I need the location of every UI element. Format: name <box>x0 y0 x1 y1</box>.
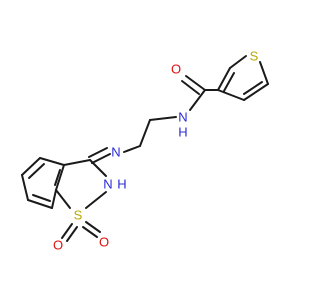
bond-n-ch2 <box>149 116 177 121</box>
atom-o-sulfonyl-right: O <box>99 235 109 250</box>
bond-c4-c5 <box>21 157 41 176</box>
bond-thiophene-c4-c5-double <box>243 81 263 95</box>
bonds <box>21 55 269 242</box>
bond-c3-n2 <box>89 159 107 177</box>
atom-labels: O S N H N N H S O O <box>53 49 259 253</box>
bond-ch2-ch2 <box>139 119 151 147</box>
bond-n2-s1 <box>85 191 107 209</box>
bond-c3a-c4 <box>39 157 65 166</box>
bond-thiophene-s-c2 <box>229 55 247 69</box>
atom-n-sulfonamide: N <box>103 177 112 192</box>
atom-s-sulfonyl: S <box>74 208 83 223</box>
bond-s-o-right-double <box>82 226 98 238</box>
bond-thiophene-c5-s <box>259 61 269 85</box>
bond-c3a-c7a-double <box>54 169 61 186</box>
bond-c-o <box>185 75 206 91</box>
bond-s-o-left-double <box>66 226 78 242</box>
molecule-diagram: O S N H N N H S O O <box>21 49 269 253</box>
bond-thiophene-c4-c5 <box>243 83 269 101</box>
bond-s-o-left <box>61 223 73 239</box>
bond-c3-c3a <box>63 159 91 166</box>
bond-c6-c7-double <box>32 194 51 202</box>
bond-thiophene-c2-c3-double <box>223 72 235 92</box>
bond-c3a-c7a <box>55 164 65 191</box>
bond-thiophene-c2-c3 <box>217 67 231 91</box>
bond-ch2-n-imine <box>123 145 141 153</box>
bond-c6-c7 <box>27 199 53 209</box>
bond-thiophene-c3-c4 <box>217 89 245 101</box>
atom-n-amide: N <box>178 110 187 125</box>
bond-c4-c5-double <box>28 163 45 179</box>
bond-c5-c6 <box>21 174 29 201</box>
atom-h-amide: H <box>178 125 187 140</box>
atom-o-sulfonyl-left: O <box>53 238 63 253</box>
bond-imine-double <box>88 147 108 158</box>
atom-s-thiophene: S <box>250 49 259 64</box>
bond-imine <box>91 153 111 164</box>
atom-h-sulfonamide: H <box>117 177 126 192</box>
bond-s1-c7a <box>55 189 71 209</box>
bond-c7-c7a <box>51 189 57 209</box>
bond-c-o-double <box>181 80 200 95</box>
atom-o-amide: O <box>171 62 181 77</box>
atom-n-imine: N <box>111 145 120 160</box>
bond-c-n-amide <box>189 89 206 111</box>
bond-s-o-right <box>85 221 101 233</box>
